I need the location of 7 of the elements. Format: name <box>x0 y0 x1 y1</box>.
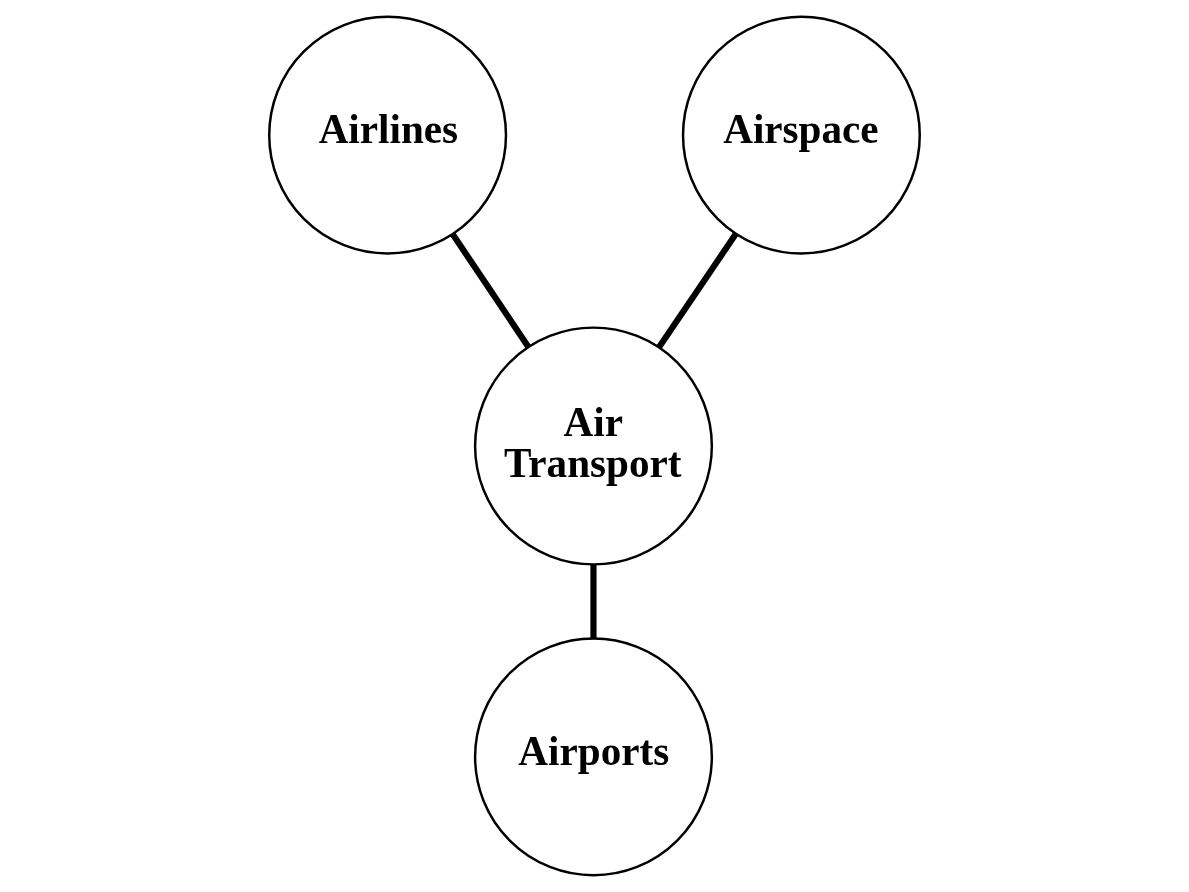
node-circle: Airspace <box>681 15 921 255</box>
node-circle: Air Transport <box>473 326 714 566</box>
node-circle: Airlines <box>268 15 508 255</box>
node-circle: Airports <box>473 637 714 877</box>
connector <box>656 232 739 349</box>
connector <box>450 232 531 349</box>
connector <box>590 564 597 639</box>
